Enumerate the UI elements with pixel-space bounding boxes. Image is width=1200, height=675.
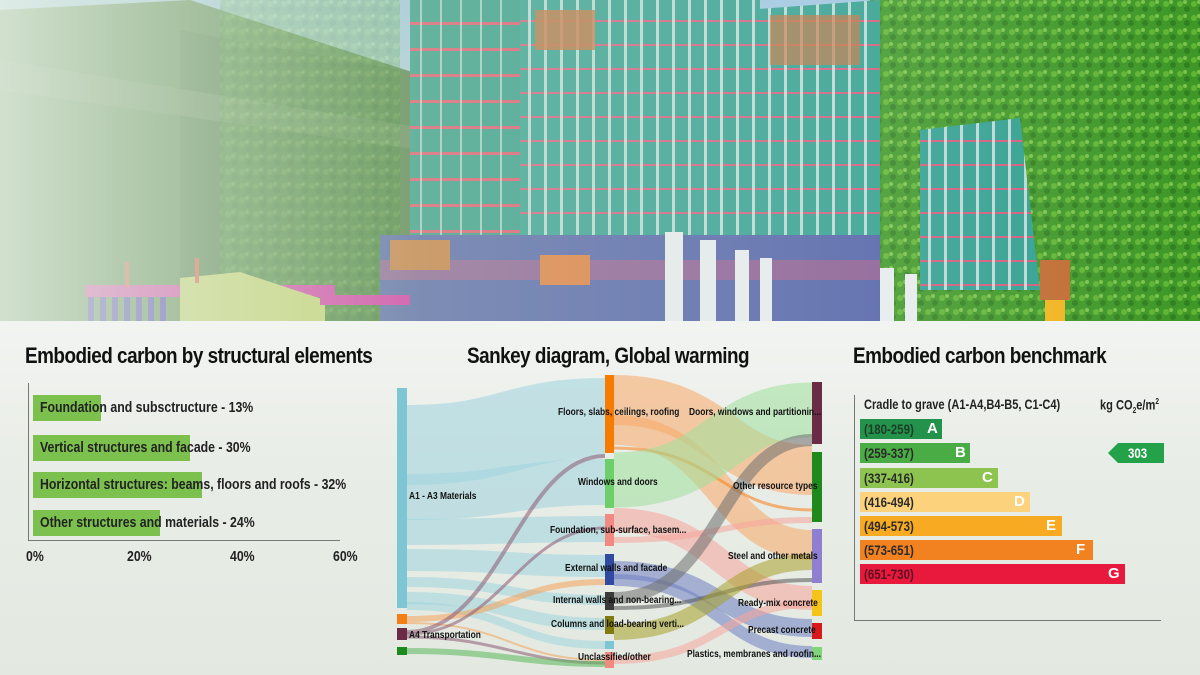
benchmark-x-axis — [854, 620, 1161, 621]
x-tick-20: 20% — [127, 548, 152, 565]
building-render-photo — [0, 0, 1200, 321]
benchmark-marker-arrow-icon — [1108, 443, 1164, 463]
sankey-label-plastics: Plastics, membranes and roofin... — [687, 648, 821, 660]
node-orange-source — [397, 614, 407, 624]
building-illustration — [0, 0, 1200, 321]
bar-label-horizontal: Horizontal structures: beams, floors and… — [40, 476, 347, 493]
band-b-range: (259-337) — [864, 445, 914, 461]
band-c: (337-416) C — [860, 468, 998, 488]
sankey-label-ready-mix: Ready-mix concrete — [738, 597, 818, 609]
band-a-range: (180-259) — [864, 421, 914, 437]
sankey-label-a1-a3: A1 - A3 Materials — [409, 490, 477, 502]
sankey-label-unclassified: Unclassified/other — [578, 651, 651, 663]
bar-chart-title: Embodied carbon by structural elements — [25, 343, 373, 368]
band-d: (416-494) D — [860, 492, 1030, 512]
node-a4 — [397, 628, 407, 640]
band-c-range: (337-416) — [864, 470, 914, 486]
band-b: (259-337) B — [860, 443, 970, 463]
band-d-range: (416-494) — [864, 494, 914, 510]
sankey-label-columns: Columns and load-bearing verti... — [551, 618, 685, 630]
band-e-grade: E — [1046, 517, 1057, 534]
sankey-label-external-walls: External walls and facade — [565, 562, 668, 574]
band-g: (651-730) G — [860, 564, 1125, 584]
benchmark-unit: kg CO2e/m2 — [1100, 397, 1159, 416]
band-e: (494-573) E — [860, 516, 1062, 536]
sankey-label-windows-doors: Windows and doors — [578, 476, 658, 488]
sankey-label-floors: Floors, slabs, ceilings, roofing — [558, 406, 680, 418]
sankey-label-steel: Steel and other metals — [728, 550, 818, 562]
bar-chart-x-axis — [28, 540, 340, 541]
benchmark-title: Embodied carbon benchmark — [853, 343, 1107, 368]
band-d-grade: D — [1014, 493, 1025, 510]
bar-label-foundation: Foundation and subsctructure - 13% — [40, 399, 254, 416]
benchmark-subtitle: Cradle to grave (A1-A4,B4-B5, C1-C4) — [864, 397, 1061, 412]
sankey-title: Sankey diagram, Global warming — [467, 343, 750, 368]
band-c-grade: C — [982, 469, 993, 486]
x-tick-0: 0% — [26, 548, 44, 565]
bar-vertical-structures — [33, 435, 190, 461]
sankey-label-foundation: Foundation, sub-surface, basem... — [550, 524, 687, 536]
band-f-grade: F — [1076, 541, 1086, 558]
band-f-range: (573-651) — [864, 542, 914, 558]
bar-chart-y-axis — [28, 383, 29, 540]
band-a-grade: A — [927, 420, 938, 437]
band-g-range: (651-730) — [864, 566, 914, 582]
sankey-label-other-resource: Other resource types — [733, 480, 818, 492]
x-tick-40: 40% — [230, 548, 255, 565]
sankey-label-a4: A4 Transportation — [409, 629, 481, 641]
bar-label-other: Other structures and materials - 24% — [40, 514, 255, 531]
sankey-label-doors-windows-partitioning: Doors, windows and partitionin... — [689, 406, 822, 418]
benchmark-y-axis — [854, 395, 855, 620]
band-b-grade: B — [955, 444, 966, 461]
band-e-range: (494-573) — [864, 518, 914, 534]
band-g-grade: G — [1108, 565, 1120, 582]
bar-foundation — [33, 395, 101, 421]
node-a1-a3 — [397, 388, 407, 608]
sankey-label-internal-walls: Internal walls and non-bearing... — [553, 594, 682, 606]
band-f: (573-651) F — [860, 540, 1093, 560]
x-tick-60: 60% — [333, 548, 358, 565]
bar-horizontal-structures — [33, 472, 202, 498]
benchmark-marker-value: 303 — [1128, 445, 1148, 461]
bar-other-structures — [33, 510, 160, 536]
bar-label-vertical: Vertical structures and facade - 30% — [40, 439, 251, 456]
sankey-label-precast: Precast concrete — [748, 624, 816, 636]
band-a: (180-259) A — [860, 419, 942, 439]
node-green-source — [397, 647, 407, 655]
